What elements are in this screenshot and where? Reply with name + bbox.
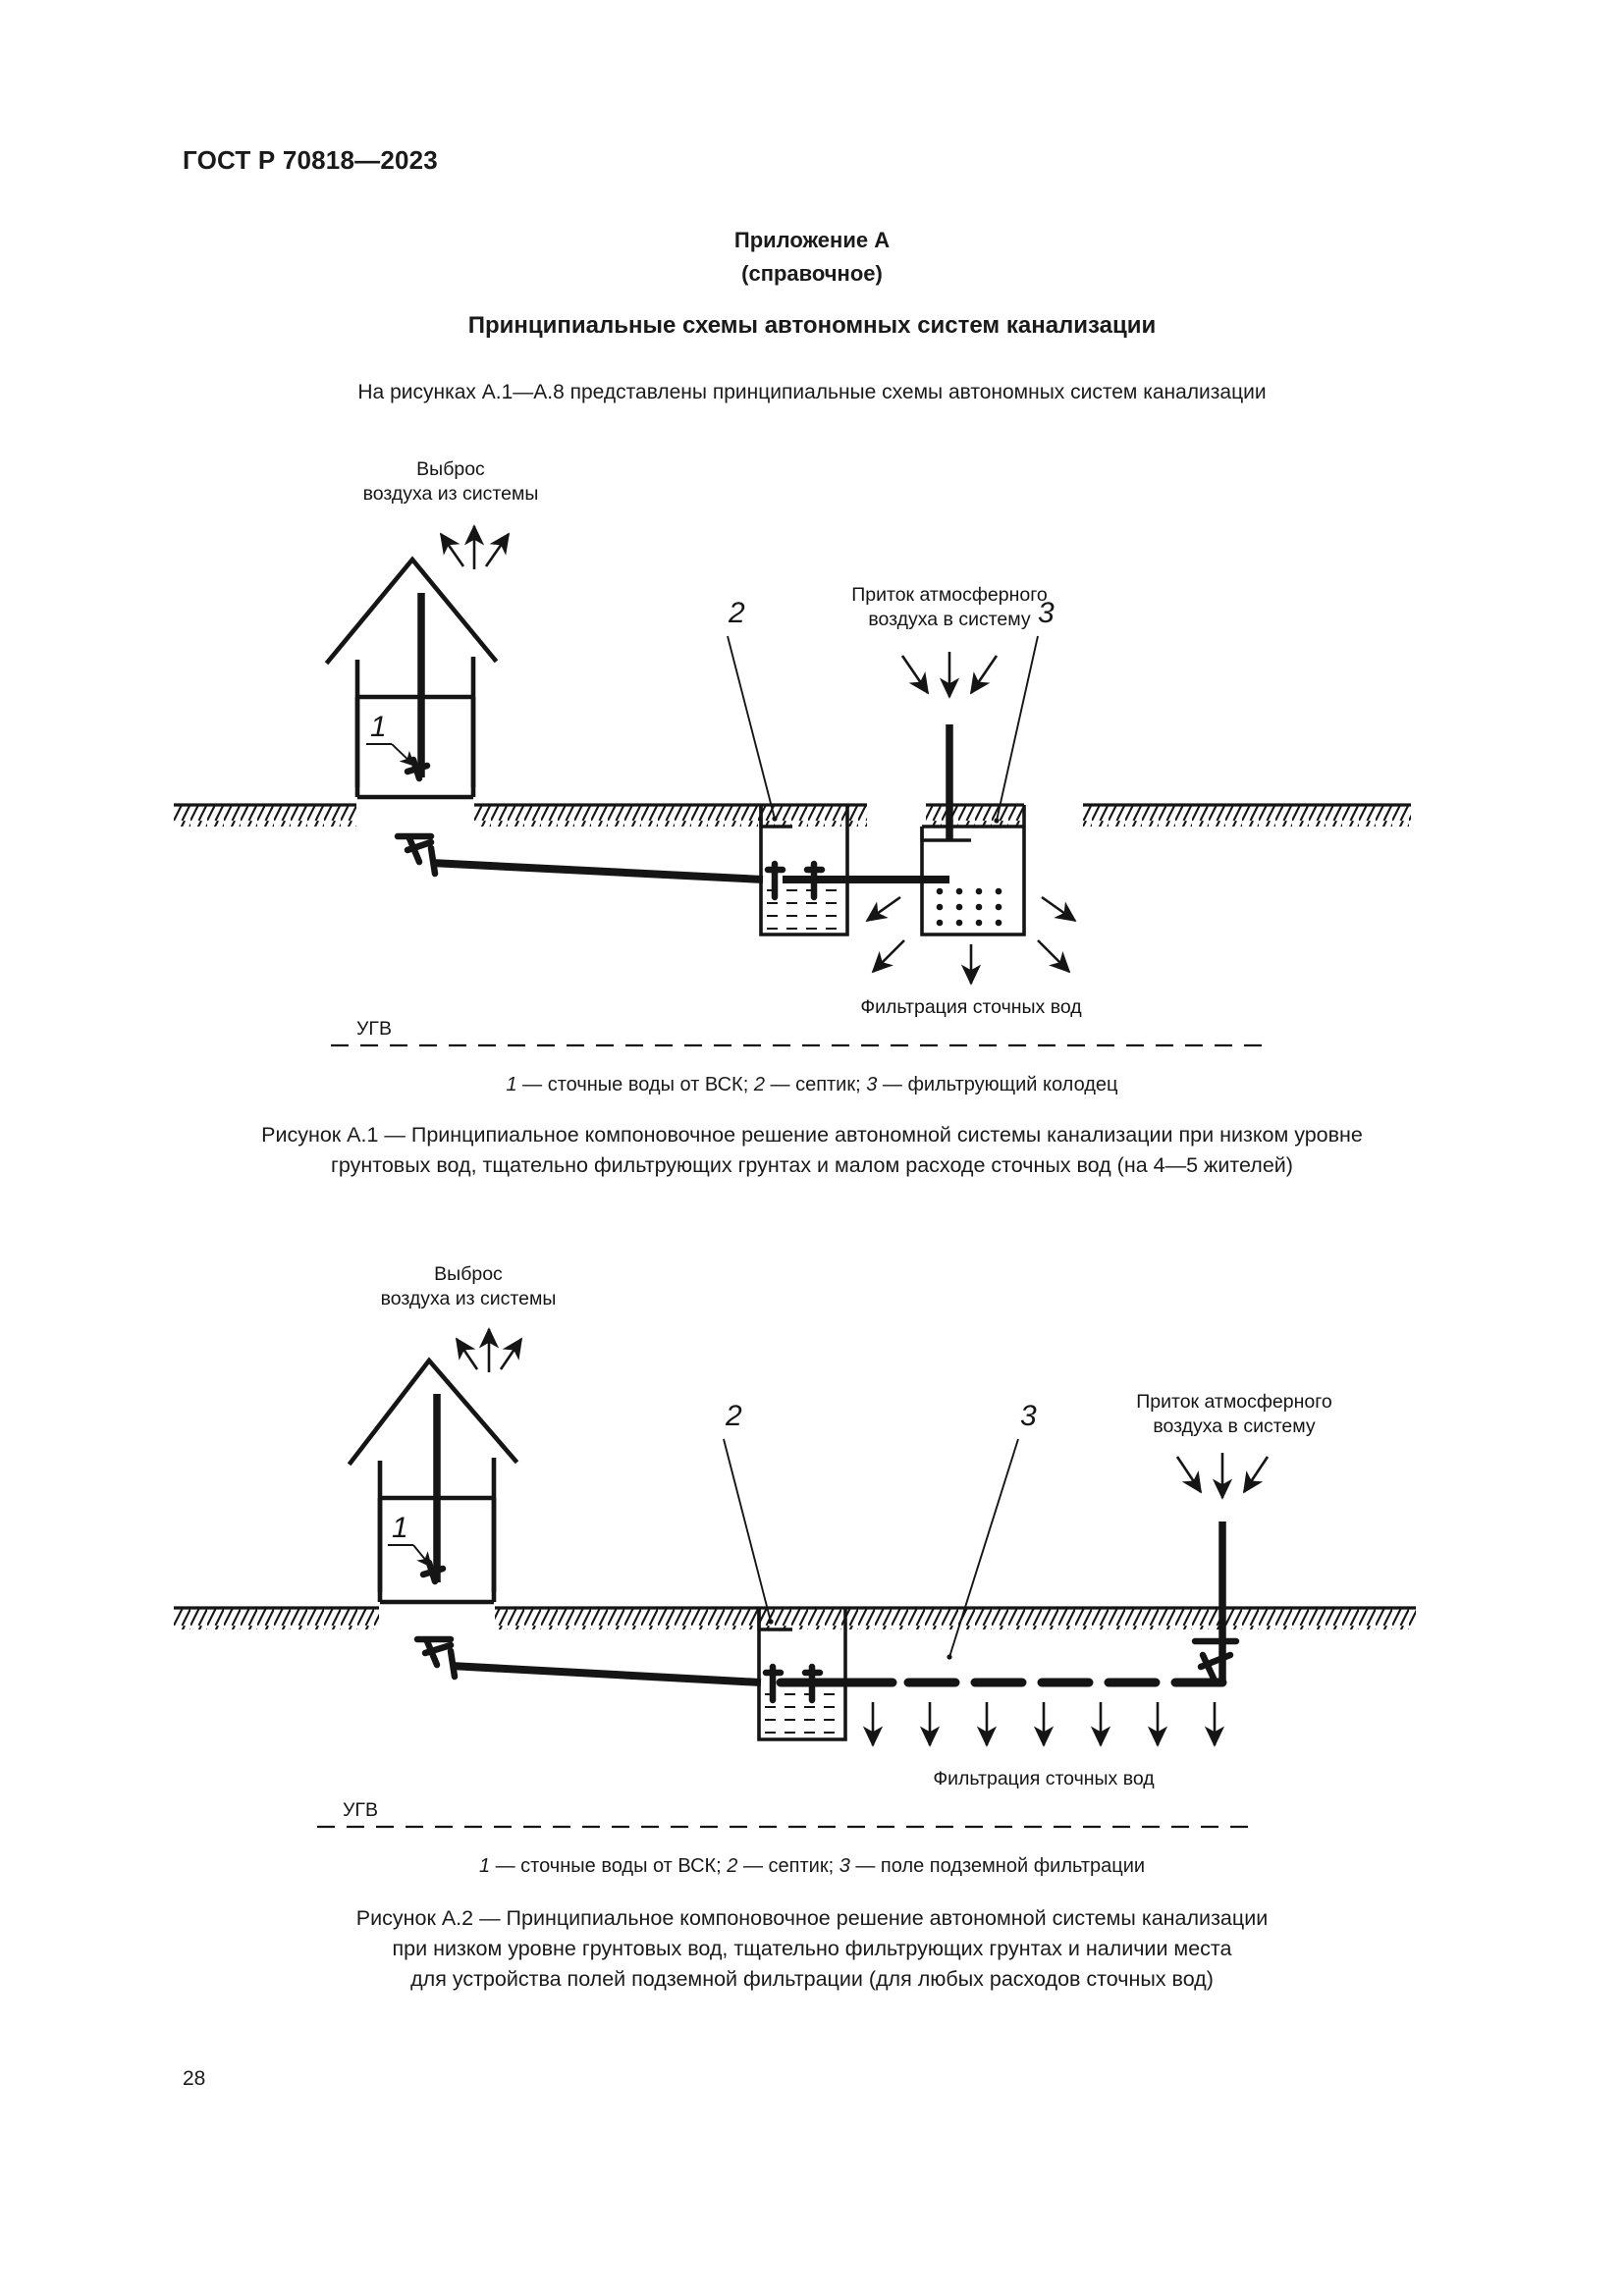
septic-tank [757,1608,847,1741]
page-number: 28 [183,2067,206,2090]
legend-num-3: 3 [866,1074,878,1095]
intro-paragraph: На рисунках А.1—А.8 представлены принцип… [357,381,1267,403]
house-outlet-fittings [413,1635,459,1681]
index-label-1: 1 [370,711,387,743]
sewer-pipe-to-septic [430,859,764,883]
exhaust-label-line2: воздуха из системы [381,1288,557,1309]
exhaust-label-line1: Выброс [416,458,485,480]
legend-text-3: — поле подземной фильтрации [849,1855,1146,1877]
filtration-arrows [862,1702,1225,1747]
index-label-2: 2 [725,1400,742,1432]
gravel-fill [936,887,1002,927]
septic-tank [759,805,849,936]
callout-2: 2 [727,597,778,822]
exhaust-arrows [455,1327,523,1372]
callout-1: 1 [366,711,415,767]
legend-num-2: 2 [727,1855,738,1877]
figure-a1-caption-line1: Рисунок А.1 — Принципиальное компоновочн… [261,1123,1363,1147]
inflow-label-line1: Приток атмосферного [851,584,1048,606]
index-label-1: 1 [392,1512,408,1544]
figure-a1-drawing: Выброс воздуха из системы [174,458,1411,1018]
figure-a1-legend: 1 — сточные воды от ВСК; 2 — септик; 3 —… [0,1074,1624,1096]
figure-a2-caption-line1: Рисунок А.2 — Принципиальное компоновочн… [355,1906,1269,1930]
callout-3: 3 [994,597,1055,824]
index-label-3: 3 [1020,1400,1037,1432]
legend-num-1: 1 [478,1855,491,1877]
callout-3: 3 [947,1400,1037,1660]
house-building [324,556,499,800]
exhaust-label-line1: Выброс [434,1263,503,1285]
callout-1: 1 [388,1512,432,1569]
legend-text-3: — фильтрующий колодец [877,1074,1118,1095]
appendix-heading: Приложение А (справочное) [0,224,1624,291]
inflow-arrows [900,652,999,699]
appendix-subtitle: (справочное) [741,261,883,286]
legend-text-2: — септик; [737,1855,839,1877]
legend-num-3: 3 [839,1855,850,1877]
field-vent-fittings [1191,1637,1240,1684]
inflow-label-line2: воздуха в систему [1153,1415,1316,1437]
pipe-fitting-upper [419,1559,447,1585]
legend-text-1: — сточные воды от ВСК; [516,1074,754,1095]
legend-text-1: — сточные воды от ВСК; [490,1855,728,1877]
filter-well [920,724,1026,936]
filtration-label: Фильтрация сточных вод [860,996,1082,1018]
legend-text-2: — септик; [764,1074,867,1095]
legend-num-2: 2 [753,1074,765,1095]
figure-a2-caption-line3: для устройства полей подземной фильтраци… [410,1967,1214,1991]
inflow-label-line1: Приток атмосферного [1136,1391,1332,1413]
filtration-label: Фильтрация сточных вод [933,1768,1155,1789]
appendix-title: Приложение А [733,228,891,252]
groundwater-level-a1: УГВ [331,1021,1262,1047]
ground-surface [174,803,1411,827]
filtration-arrows [865,895,1077,986]
figure-a2-caption-line2: при низком уровне грунтовых вод, тщатель… [392,1937,1232,1960]
legend-num-1: 1 [506,1074,517,1095]
index-label-2: 2 [728,597,745,629]
figure-a1-caption: Рисунок А.1 — Принципиальное компоновочн… [174,1120,1450,1181]
inflow-label-line2: воздуха в систему [868,609,1031,630]
figure-a2: Выброс воздуха из системы 1 [0,1258,1624,1995]
groundwater-label: УГВ [343,1802,378,1821]
pipe-fitting-upper [404,756,431,782]
inflow-arrows [1175,1453,1270,1500]
callout-2: 2 [723,1400,774,1625]
exhaust-arrows [439,524,511,569]
groundwater-label: УГВ [356,1021,392,1040]
figure-a2-caption: Рисунок А.2 — Принципиальное компоновочн… [174,1903,1450,1995]
figure-a1: Выброс воздуха из системы [0,454,1624,1181]
ground-surface [174,1606,1416,1629]
section-title: Принципиальные схемы автономных систем к… [467,312,1157,339]
document-header: ГОСТ Р 70818—2023 [183,145,438,175]
house-outlet-fittings [394,832,439,878]
figure-a2-legend: 1 — сточные воды от ВСК; 2 — септик; 3 —… [0,1855,1624,1878]
sewer-pipe-to-septic [450,1662,762,1686]
figure-a2-drawing: Выброс воздуха из системы 1 [174,1263,1416,1789]
figure-a1-caption-line2: грунтовых вод, тщательно фильтрующих гру… [331,1153,1293,1177]
index-label-3: 3 [1038,597,1055,629]
exhaust-label-line2: воздуха из системы [363,483,539,505]
groundwater-level-a2: УГВ [317,1802,1248,1829]
